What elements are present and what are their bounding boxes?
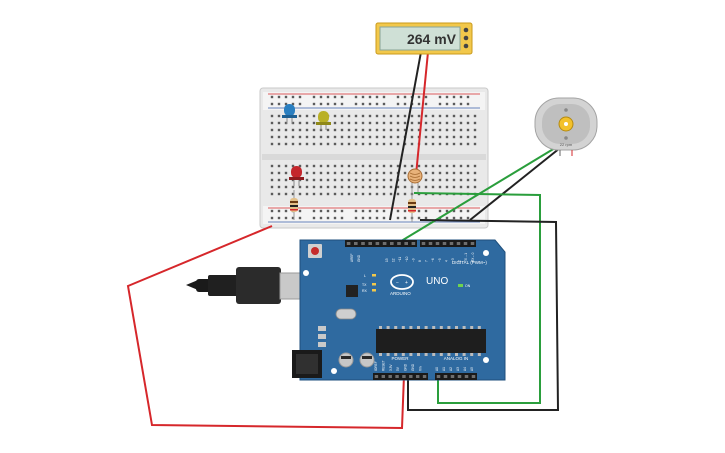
wire-black-motor[interactable] (469, 147, 561, 221)
digital-pin-label: TX→1 (464, 253, 468, 262)
digital-pin-label: ~5 (438, 258, 442, 262)
l-led (372, 274, 376, 277)
digital-pin-label: 4 (444, 260, 448, 262)
multimeter-terminal-1[interactable] (463, 27, 469, 33)
led-blue[interactable] (282, 104, 297, 124)
photoresistor[interactable] (407, 168, 423, 192)
digital-pin-label: ~10 (405, 256, 409, 262)
wire-green-analog[interactable] (413, 192, 541, 404)
analog-pin-label: A5 (470, 367, 474, 371)
rx-led-label: RX (362, 289, 368, 293)
wire-green-motor[interactable] (392, 147, 556, 247)
capacitor-2 (359, 352, 375, 368)
analog-header[interactable] (435, 373, 477, 380)
atmega-chip (376, 329, 486, 353)
wires[interactable] (126, 51, 561, 430)
on-led (458, 284, 463, 287)
usb-connector (279, 272, 303, 300)
power-pin-label: 5V (396, 366, 400, 371)
multimeter-reading: 264 mV (407, 31, 457, 47)
dc-motor[interactable]: 22 rpm (534, 97, 598, 156)
multimeter-display (379, 26, 461, 51)
analog-pin-label: A2 (449, 367, 453, 371)
power-label: POWER (391, 356, 409, 361)
resistor-right[interactable] (408, 192, 416, 222)
analog-pin-label: A1 (442, 367, 446, 371)
on-led-label: ON (465, 284, 471, 288)
motor-speed: 22 rpm (560, 142, 573, 147)
analog-pin-label: A4 (463, 367, 467, 371)
wire-black-gnd[interactable] (407, 219, 560, 411)
gnd-pin-label: GND (357, 254, 361, 262)
digital-pin-label: 2 (458, 260, 462, 262)
usb-chip (346, 285, 358, 297)
wire-red-multimeter[interactable] (415, 51, 429, 176)
digital-pin-label: ~3 (451, 258, 455, 262)
digital-pin-label: ~11 (398, 257, 402, 262)
brand-label: ARDUINO (390, 291, 411, 296)
model-label: UNO (426, 276, 448, 287)
tx-led (372, 283, 376, 286)
power-pin-label: GND (411, 363, 415, 371)
digital-pin-label: ~6 (431, 258, 435, 262)
multimeter[interactable]: 264 mV (375, 22, 473, 55)
multimeter-terminal-3[interactable] (463, 43, 469, 49)
digital-pin-label: RX←0 (471, 252, 475, 262)
digital-pin-label: 12 (392, 258, 396, 262)
capacitor-1 (338, 352, 354, 368)
multimeter-terminal-2[interactable] (463, 35, 469, 41)
power-header[interactable] (373, 373, 428, 380)
l-led-label: L (364, 274, 366, 278)
svg-text:−: − (396, 280, 399, 286)
breadboard-center-channel (262, 154, 486, 160)
wire-black-multimeter[interactable] (389, 51, 422, 221)
digital-header-high[interactable] (345, 240, 417, 247)
header-pins (346, 242, 476, 378)
crystal (335, 308, 357, 320)
rx-led (372, 289, 376, 292)
digital-pin-label: ~9 (411, 258, 415, 262)
power-pin-label: Vin (418, 366, 422, 371)
led-yellow[interactable] (316, 111, 331, 130)
digital-pin-label: 7 (425, 260, 429, 262)
led-red[interactable] (289, 166, 304, 186)
chip-pins (379, 326, 481, 356)
analog-pin-label: A0 (435, 367, 439, 371)
svg-text:+: + (405, 280, 408, 286)
resistor-left[interactable] (290, 190, 298, 220)
tx-led-label: TX (362, 283, 367, 287)
power-pin-label: IOREF (374, 361, 378, 371)
aref-pin-label: AREF (350, 253, 354, 262)
power-pin-label: GND (404, 363, 408, 371)
usb-cable[interactable] (186, 267, 303, 304)
arduino-logo: − + (390, 274, 414, 290)
analog-pin-label: A3 (456, 367, 460, 371)
power-pin-label: 3.3V (389, 364, 393, 371)
power-pin-label: RESET (381, 360, 385, 371)
digital-pin-label: 8 (418, 260, 422, 262)
digital-header-low[interactable] (420, 240, 476, 247)
digital-label: DIGITAL (PWM~) (452, 260, 487, 265)
wire-red-5v[interactable] (126, 225, 405, 430)
digital-pin-label: 13 (385, 258, 389, 262)
analog-label: ANALOG IN (444, 356, 469, 361)
